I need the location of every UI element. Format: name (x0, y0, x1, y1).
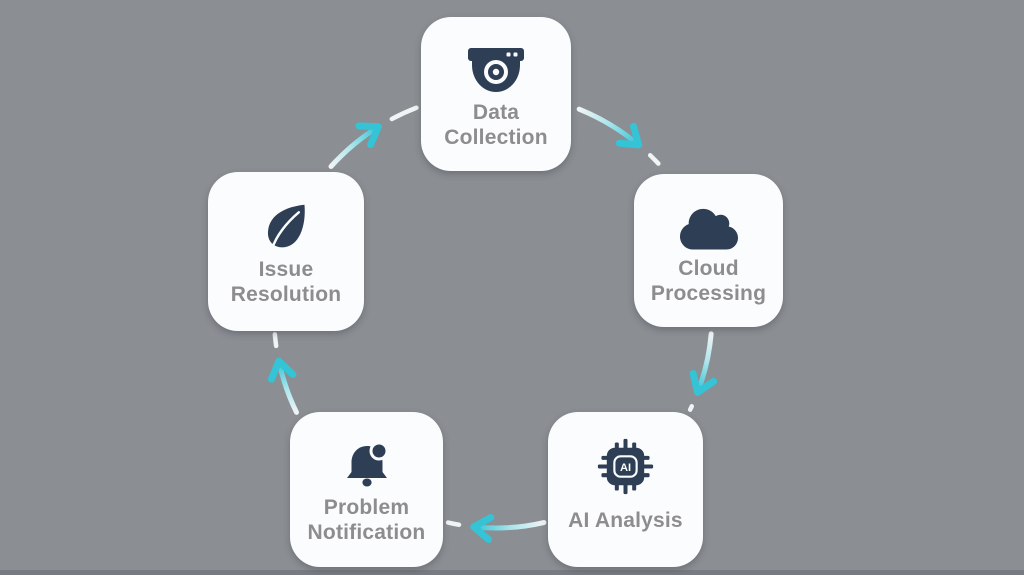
node-label: AI Analysis (568, 508, 683, 532)
dome-camera-icon (464, 42, 528, 100)
node-data-collection: Data Collection (421, 17, 571, 171)
node-cloud-processing: Cloud Processing (634, 174, 783, 327)
node-ai-analysis: AI AI Analysis (548, 412, 703, 567)
node-label: Problem Notification (307, 496, 426, 544)
arrow-issue-resolution-to-data-collection (328, 105, 419, 169)
ai-chip-icon: AI (597, 437, 654, 495)
arrow-data-collection-to-cloud-processing (576, 106, 661, 166)
bottom-edge-shade (0, 570, 1024, 575)
cloud-icon (679, 199, 738, 257)
node-label: Cloud Processing (650, 257, 767, 305)
ai-chip-label: AI (620, 461, 631, 473)
arrow-cloud-processing-to-ai-analysis (687, 331, 718, 412)
arrow-ai-analysis-to-problem-notification (445, 514, 547, 543)
node-problem-notification: Problem Notification (290, 412, 443, 567)
node-issue-resolution: Issue Resolution (208, 172, 364, 331)
leaf-icon (260, 197, 313, 255)
arrow-problem-notification-to-issue-resolution (267, 332, 299, 415)
node-label: Data Collection (444, 100, 548, 149)
node-label: Issue Resolution (230, 258, 342, 306)
bell-alert-icon (341, 437, 393, 495)
